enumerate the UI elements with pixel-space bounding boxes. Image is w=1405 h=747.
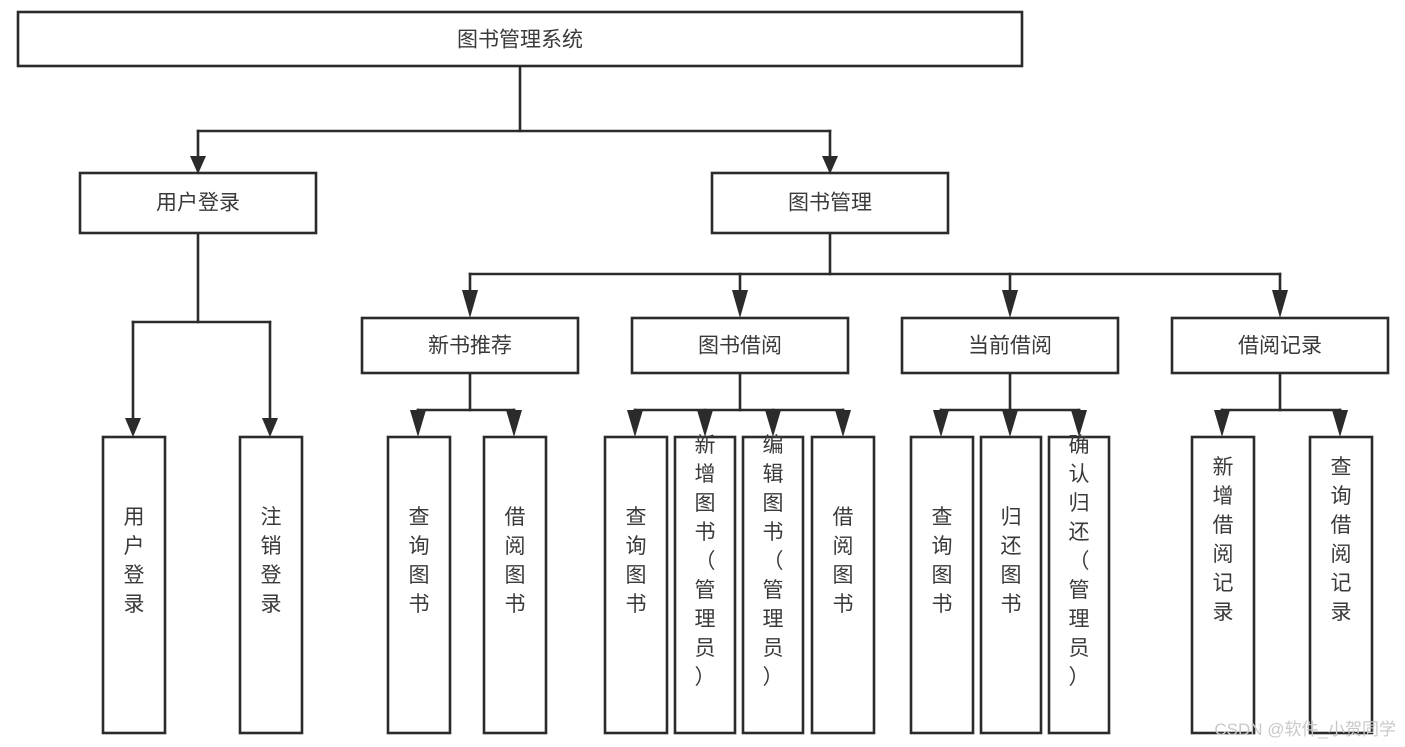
leaf-book-borrow-4[interactable]: 借阅图书 [810, 435, 876, 735]
leaf-current-borrow-2[interactable]: 归还图书 [979, 435, 1043, 735]
leaf-borrow-record-2-label: 查询借阅记录 [1331, 456, 1352, 624]
node-root-box[interactable] [16, 10, 1024, 68]
arrow-to-borrow-record [1272, 290, 1288, 318]
arrow-leaf-current-borrow-1 [933, 410, 949, 437]
node-root[interactable]: 图书管理系统 [16, 10, 1024, 68]
node-current-borrow-label: 当前借阅 [968, 335, 1052, 358]
node-user-login-box[interactable] [78, 171, 318, 235]
leaf-current-borrow-2-label: 归还图书 [1001, 506, 1022, 616]
arrow-leaf-new-book-1 [410, 410, 426, 437]
leaf-user-login-1[interactable]: 用户登录 [101, 435, 167, 735]
leaf-user-login-1-box[interactable] [101, 435, 167, 735]
arrow-leaf-borrow-record-2 [1332, 410, 1348, 437]
csdn-watermark: CSDN @软件_小贺同学 [1214, 720, 1396, 739]
node-new-book-recommend[interactable]: 新书推荐 [360, 316, 580, 375]
leaf-borrow-record-1-label: 新增借阅记录 [1213, 456, 1234, 624]
node-current-borrow-box[interactable] [900, 316, 1120, 375]
leaf-new-book-2-box[interactable] [482, 435, 548, 735]
arrow-leaf-current-borrow-2 [1002, 410, 1018, 437]
arrow-to-book-borrow [732, 290, 748, 318]
leaf-book-borrow-1-label: 查询图书 [626, 506, 647, 616]
leaf-new-book-2-label: 借阅图书 [505, 506, 526, 616]
node-borrow-record-label: 借阅记录 [1238, 335, 1322, 358]
arrow-to-user-login [190, 156, 206, 174]
node-borrow-record-box[interactable] [1170, 316, 1390, 375]
leaf-new-book-1[interactable]: 查询图书 [386, 435, 452, 735]
node-book-borrow-label: 图书借阅 [698, 335, 782, 358]
node-user-login-label: 用户登录 [156, 192, 240, 215]
leaf-user-login-1-label: 用户登录 [124, 506, 145, 616]
leaf-book-borrow-4-label: 借阅图书 [833, 506, 854, 616]
arrow-leaf-borrow-record-1 [1214, 410, 1230, 437]
leaf-book-borrow-3[interactable]: 编辑图书（管理员） [741, 434, 805, 735]
leaf-current-borrow-1-box[interactable] [909, 435, 975, 735]
leaf-borrow-record-1-box[interactable] [1190, 435, 1256, 735]
arrow-leaf-book-borrow-2 [697, 410, 713, 437]
node-current-borrow[interactable]: 当前借阅 [900, 316, 1120, 375]
node-book-manage-label: 图书管理 [788, 192, 872, 215]
arrow-leaf-current-borrow-3 [1071, 410, 1087, 437]
leaf-book-borrow-1[interactable]: 查询图书 [603, 435, 669, 735]
leaf-book-borrow-2-label: 新增图书（管理员） [695, 434, 716, 689]
connector-layer [125, 64, 1348, 437]
node-book-manage-box[interactable] [710, 171, 950, 235]
leaf-book-borrow-2[interactable]: 新增图书（管理员） [673, 434, 737, 735]
node-root-label: 图书管理系统 [457, 29, 583, 52]
leaf-user-login-2-label: 注销登录 [261, 506, 282, 616]
arrow-leaf-book-borrow-1 [627, 410, 643, 437]
leaf-book-borrow-2-box[interactable] [673, 435, 737, 735]
leaf-current-borrow-3-box[interactable] [1047, 435, 1111, 735]
leaf-current-borrow-2-box[interactable] [979, 435, 1043, 735]
leaf-current-borrow-1[interactable]: 查询图书 [909, 435, 975, 735]
node-new-book-recommend-label: 新书推荐 [428, 335, 512, 358]
leaf-current-borrow-1-label: 查询图书 [932, 506, 953, 616]
arrow-to-new-book [462, 290, 478, 318]
arrow-leaf-user-login-1 [125, 418, 141, 437]
arrow-leaf-new-book-2 [506, 410, 522, 437]
node-book-borrow-box[interactable] [630, 316, 850, 375]
leaf-book-borrow-3-box[interactable] [741, 435, 805, 735]
arrow-leaf-book-borrow-3 [765, 410, 781, 437]
leaf-book-borrow-1-box[interactable] [603, 435, 669, 735]
node-new-book-recommend-box[interactable] [360, 316, 580, 375]
leaf-current-borrow-3[interactable]: 确认归还（管理员） [1047, 434, 1111, 735]
leaf-user-login-2-box[interactable] [238, 435, 304, 735]
node-user-login[interactable]: 用户登录 [78, 171, 318, 235]
leaf-book-borrow-3-label: 编辑图书（管理员） [763, 434, 784, 689]
arrow-leaf-book-borrow-4 [835, 410, 851, 437]
leaf-borrow-record-1[interactable]: 新增借阅记录 [1190, 435, 1256, 735]
leaf-new-book-1-box[interactable] [386, 435, 452, 735]
node-borrow-record[interactable]: 借阅记录 [1170, 316, 1390, 375]
node-book-manage[interactable]: 图书管理 [710, 171, 950, 235]
arrow-to-current-borrow [1002, 290, 1018, 318]
leaf-current-borrow-3-label: 确认归还（管理员） [1069, 434, 1090, 689]
arrow-to-book-manage [822, 156, 838, 174]
node-book-borrow[interactable]: 图书借阅 [630, 316, 850, 375]
leaf-new-book-1-label: 查询图书 [409, 506, 430, 616]
leaf-new-book-2[interactable]: 借阅图书 [482, 435, 548, 735]
leaf-book-borrow-4-box[interactable] [810, 435, 876, 735]
leaf-borrow-record-2-box[interactable] [1308, 435, 1374, 735]
leaf-user-login-2[interactable]: 注销登录 [238, 435, 304, 735]
arrow-leaf-user-login-2 [262, 418, 278, 437]
leaf-borrow-record-2[interactable]: 查询借阅记录 [1308, 435, 1374, 735]
